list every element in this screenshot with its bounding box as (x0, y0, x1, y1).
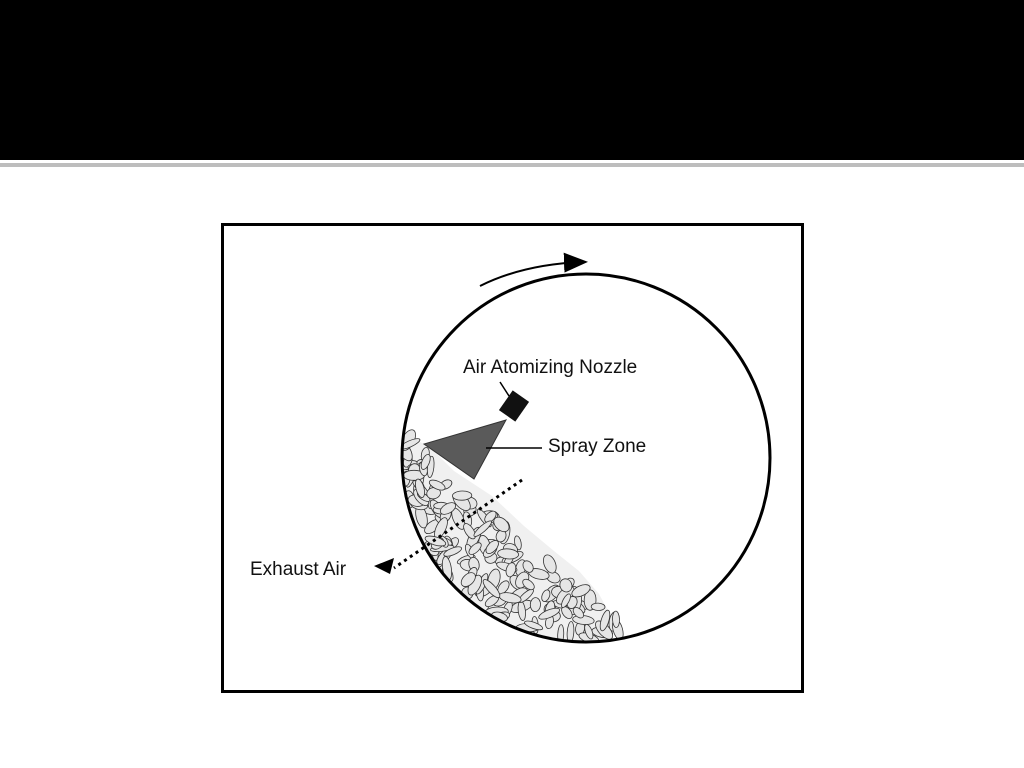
nozzle-icon (498, 381, 530, 422)
tablet-particle (420, 453, 431, 470)
title-separator-rule (0, 163, 1024, 167)
coating-drum (400, 272, 772, 644)
tablet-particle (439, 502, 457, 515)
tablet-particle (599, 609, 611, 632)
tablet-particle (473, 520, 492, 537)
tablet-particle (468, 542, 482, 555)
tablet-particle (463, 523, 476, 540)
tablet-particle (428, 479, 446, 491)
nozzle-label: Air Atomizing Nozzle (463, 357, 638, 378)
tablet-particle (572, 607, 584, 619)
tablet-particle (497, 548, 519, 560)
tablet-particle (538, 607, 561, 620)
tablet-particle (584, 624, 594, 640)
tablet-particle (415, 478, 425, 498)
tablet-particle (590, 602, 606, 611)
title-separator-gap (0, 160, 1024, 163)
slide-title-bar (0, 0, 1024, 160)
exhaust-arrow-icon (374, 478, 523, 574)
rotation-arrow-icon (479, 252, 588, 287)
tablet-particle (485, 540, 499, 554)
coating-pan-figure: Air Atomizing Nozzle Spray Zone Exhaust … (221, 223, 804, 693)
tablet-particle (559, 578, 573, 593)
tablet-particle (522, 560, 534, 573)
tablet-particle (524, 620, 544, 631)
exhaust-air-label: Exhaust Air (250, 559, 347, 580)
spray-zone-label: Spray Zone (548, 436, 647, 457)
tablet-particle (426, 487, 441, 500)
tablet-particle (543, 554, 557, 574)
tablet-particle (522, 578, 535, 591)
tablet-particle (482, 579, 501, 599)
tablet-particle (452, 490, 473, 501)
tablet-particle (460, 572, 476, 587)
tablet-particle (541, 589, 551, 602)
tablet-particle (529, 597, 541, 612)
tablet-particle (505, 562, 517, 578)
tablet-particle (402, 438, 421, 450)
tablet-particle (443, 546, 462, 557)
tablet-particle (571, 584, 591, 598)
tablet-bed (402, 429, 624, 642)
coating-pan-diagram (374, 252, 772, 644)
spray-zone-cone (422, 419, 508, 480)
tablet-particle (612, 610, 620, 628)
tablet-particle (561, 593, 571, 608)
tablet-particle (493, 516, 510, 533)
tablet-particle (566, 621, 575, 642)
tablet-particle (484, 510, 497, 523)
